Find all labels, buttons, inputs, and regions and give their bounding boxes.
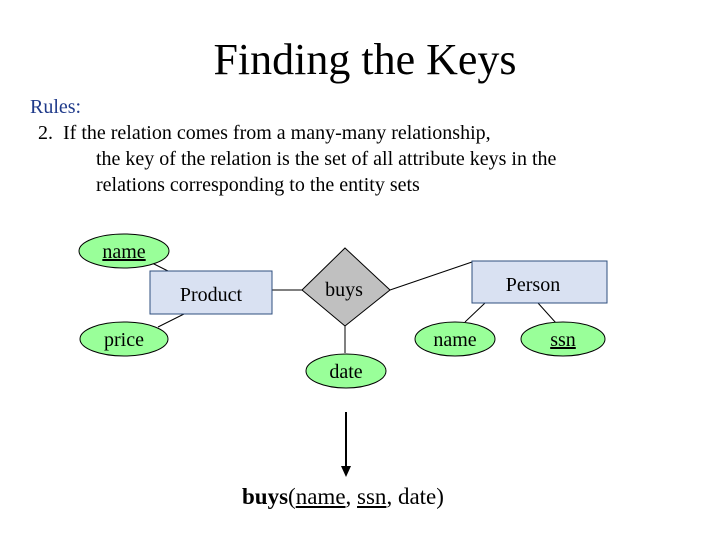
schema-close-paren: ) — [436, 484, 444, 509]
schema-open-paren: ( — [288, 484, 296, 509]
attribute-person-ssn — [520, 321, 606, 357]
attribute-buys-date — [305, 353, 387, 389]
slide-title: Finding the Keys — [213, 35, 517, 84]
relationship-buys — [301, 247, 391, 327]
rules-text: Rules: 2. If the relation comes from a m… — [30, 94, 556, 198]
entity-person — [471, 260, 608, 304]
rules-label: Rules: — [30, 96, 82, 118]
label-person-ssn: ssn — [550, 329, 576, 351]
arrow-down-icon — [341, 466, 351, 477]
label-product-name: name — [102, 241, 145, 263]
rule-line-2: the key of the relation is the set of al… — [96, 148, 557, 170]
attribute-person-name — [414, 321, 496, 357]
entity-product — [149, 270, 273, 315]
schema-key-name: name — [295, 484, 346, 509]
label-product-price: price — [104, 329, 144, 351]
label-entity-product: Product — [180, 284, 243, 306]
rule-text-1: If the relation comes from a many-many r… — [63, 122, 491, 144]
rule-line-3: relations corresponding to the entity se… — [96, 174, 420, 196]
label-relationship-buys: buys — [325, 279, 363, 301]
line-person-ssn — [537, 302, 557, 324]
relation-schema: buys(name, ssn, date) — [242, 482, 444, 512]
line-buys-person — [389, 261, 473, 291]
schema-key-ssn: ssn — [357, 484, 387, 509]
schema-sep-1: , — [345, 484, 358, 509]
rule-line-1: 2. If the relation comes from a many-man… — [30, 120, 556, 146]
label-person-name: name — [433, 329, 476, 351]
rule-number: 2. — [38, 122, 53, 144]
label-buys-date: date — [329, 361, 362, 383]
label-entity-person: Person — [506, 274, 560, 296]
schema-relation-name: buys — [242, 484, 289, 509]
attribute-product-name — [78, 233, 170, 269]
schema-sep-2: , — [386, 484, 398, 509]
line-person-name — [464, 302, 486, 323]
attribute-product-price — [79, 321, 169, 357]
schema-attr-date: date — [397, 484, 437, 509]
